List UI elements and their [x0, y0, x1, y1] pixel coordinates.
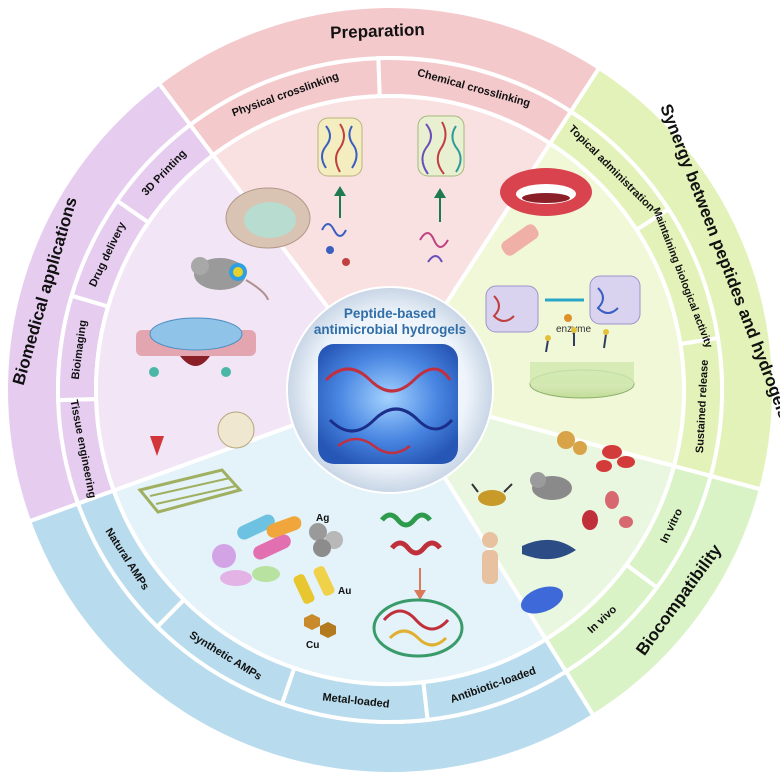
center-title-line2: antimicrobial hydrogels [314, 322, 466, 337]
capsules-illustration [212, 514, 302, 586]
mouth-illustration [500, 168, 592, 256]
drug-delivery-illustration [136, 317, 256, 377]
item-label-synergy-2: Sustained release [694, 359, 711, 453]
mouse-organs-illustration [530, 472, 633, 530]
au-label: Au [338, 586, 351, 597]
mouse-imaging-illustration [191, 257, 269, 301]
cells-illustration [557, 431, 635, 472]
synthetic-amp-illustration [372, 512, 464, 658]
chemical-crosslinking-illustration [417, 115, 465, 263]
ag-label: Ag [316, 513, 329, 524]
sustained-release-illustration [529, 327, 635, 399]
center-hub: Peptide-based antimicrobial hydrogels [288, 288, 492, 492]
center-title-line1: Peptide-based [344, 306, 436, 321]
cu-label: Cu [306, 640, 319, 651]
skin-illustration [225, 187, 311, 249]
metals-illustration: Ag Au Cu [293, 513, 351, 651]
physical-crosslinking-illustration [317, 117, 363, 266]
printing-illustration [137, 411, 255, 514]
section-label-preparation: Preparation [330, 20, 425, 42]
natural-amp-illustration [471, 483, 576, 614]
illustrations: enzyme [136, 115, 641, 658]
